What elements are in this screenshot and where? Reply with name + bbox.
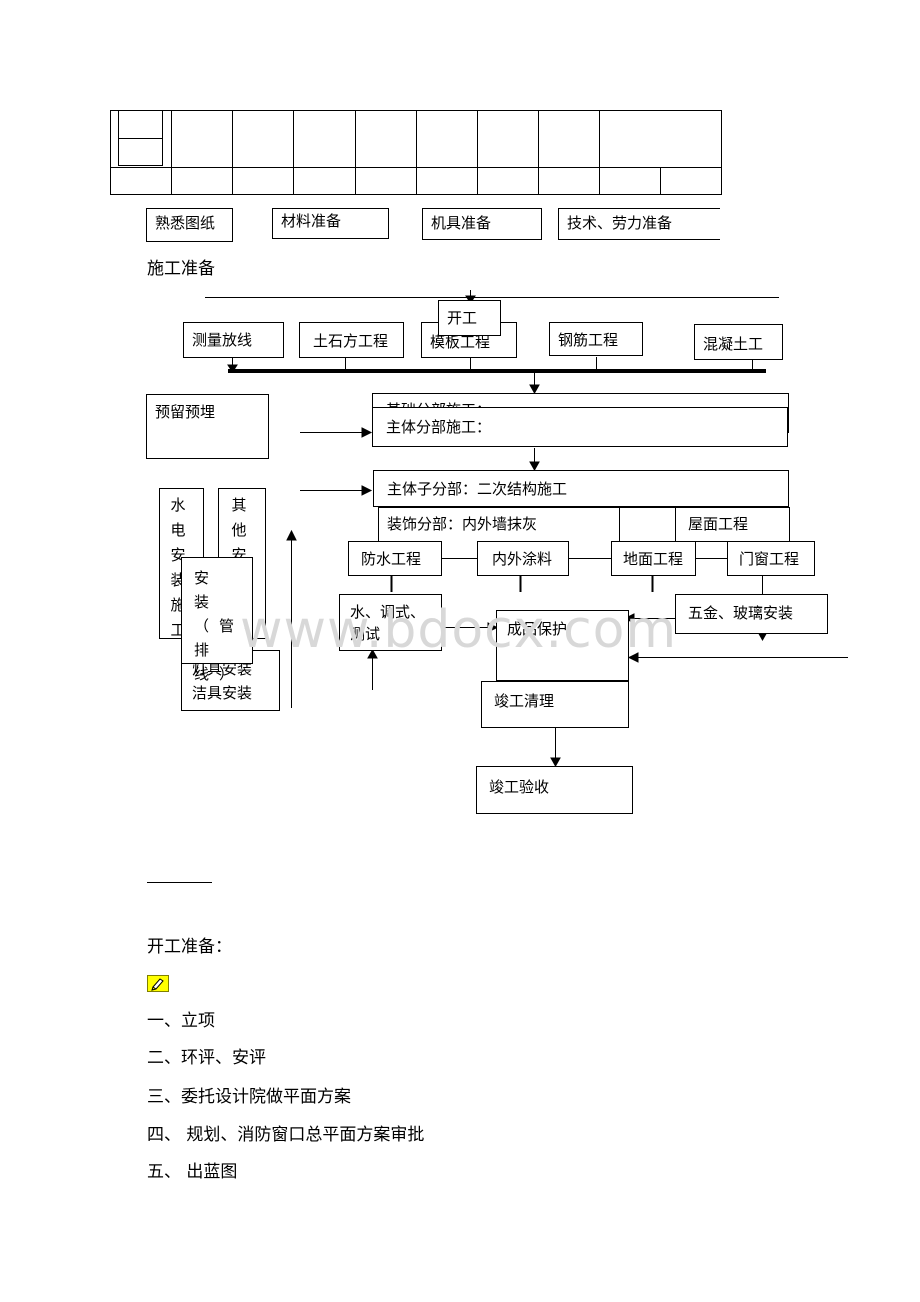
step-label: 门窗工程 xyxy=(739,550,800,568)
test-box: 水、调式、测试 xyxy=(339,594,442,651)
prep-box-materials: 材料准备 xyxy=(272,208,389,239)
main-body-label: 主体分部施工： xyxy=(386,418,492,436)
step-label: 防水工程 xyxy=(361,550,422,568)
roof-label: 屋面工程 xyxy=(688,515,749,533)
piping-wiring-box: 安装（管、排线） xyxy=(181,557,259,683)
step-label: 测量放线 xyxy=(192,331,253,349)
sanitary-install-label: 洁具安装 xyxy=(192,684,253,702)
floor-box: 地面工程 xyxy=(611,541,696,576)
test-label: 水、调式、测试 xyxy=(350,603,426,643)
step-earthwork: 土石方工程 xyxy=(299,322,404,358)
paint-box: 内外涂料 xyxy=(477,541,569,576)
lamp-install-label: 灯具安装 xyxy=(192,657,269,681)
prep-box-tools: 机具准备 xyxy=(422,208,542,240)
step-survey: 测量放线 xyxy=(183,322,284,358)
step-label: 内外涂料 xyxy=(492,550,553,568)
finished-protection-box: 成品保护 xyxy=(496,610,629,681)
piping-wiring-label: 安装（管、排线） xyxy=(194,569,270,683)
note-pencil-icon xyxy=(147,975,169,992)
list-item: 三、委托设计院做平面方案 xyxy=(147,1087,351,1107)
list-item: 四、 规划、消防窗口总平面方案审批 xyxy=(147,1125,425,1145)
list-item: 一、立项 xyxy=(147,1011,215,1031)
main-body-box: 主体分部施工： xyxy=(372,407,788,447)
acceptance-label: 竣工验收 xyxy=(489,778,550,796)
secondary-label: 主体子分部：二次结构施工 xyxy=(387,480,568,498)
window-door-box: 门窗工程 xyxy=(727,541,815,576)
acceptance-box: 竣工验收 xyxy=(476,766,633,814)
step-label: 土石方工程 xyxy=(313,332,389,350)
step-concrete: 混凝土工 xyxy=(694,324,783,360)
waterproof-box: 防水工程 xyxy=(348,541,442,576)
prep-box-label: 机具准备 xyxy=(431,214,492,232)
prep-box-labor: 技术、劳力准备 xyxy=(558,208,720,240)
protection-label: 成品保护 xyxy=(507,620,568,638)
prep-box-label: 材料准备 xyxy=(281,212,342,230)
embed-box: 预留预埋 xyxy=(146,394,269,459)
step-label: 模板工程 xyxy=(430,333,491,351)
other-install-label: 其他安装 xyxy=(231,496,247,563)
cleanup-label: 竣工清理 xyxy=(494,692,555,710)
section-title: 施工准备 xyxy=(147,259,215,279)
prep-box-label: 熟悉图纸 xyxy=(155,214,216,232)
step-label: 地面工程 xyxy=(623,550,684,568)
start-box: 开工 xyxy=(438,300,501,336)
list-item: 二、环评、安评 xyxy=(147,1048,266,1068)
prep-box-label: 技术、劳力准备 xyxy=(567,214,673,232)
secondary-structure-box: 主体子分部：二次结构施工 xyxy=(373,470,789,507)
start-label: 开工 xyxy=(447,309,478,327)
cleanup-box: 竣工清理 xyxy=(481,681,629,728)
start-prep-title: 开工准备： xyxy=(147,937,232,957)
hardware-label: 五金、玻璃安装 xyxy=(688,604,794,622)
step-rebar: 钢筋工程 xyxy=(549,322,643,356)
list-item: 五、 出蓝图 xyxy=(147,1162,238,1182)
roof-box: 屋面工程 xyxy=(675,507,790,542)
prep-box-drawings: 熟悉图纸 xyxy=(146,208,233,242)
embed-label: 预留预埋 xyxy=(155,403,216,421)
decoration-label: 装饰分部：内外墙抹灰 xyxy=(387,515,538,533)
step-label: 混凝土工 xyxy=(703,335,764,353)
hardware-glass-box: 五金、玻璃安装 xyxy=(675,594,828,634)
step-label: 钢筋工程 xyxy=(558,331,619,349)
